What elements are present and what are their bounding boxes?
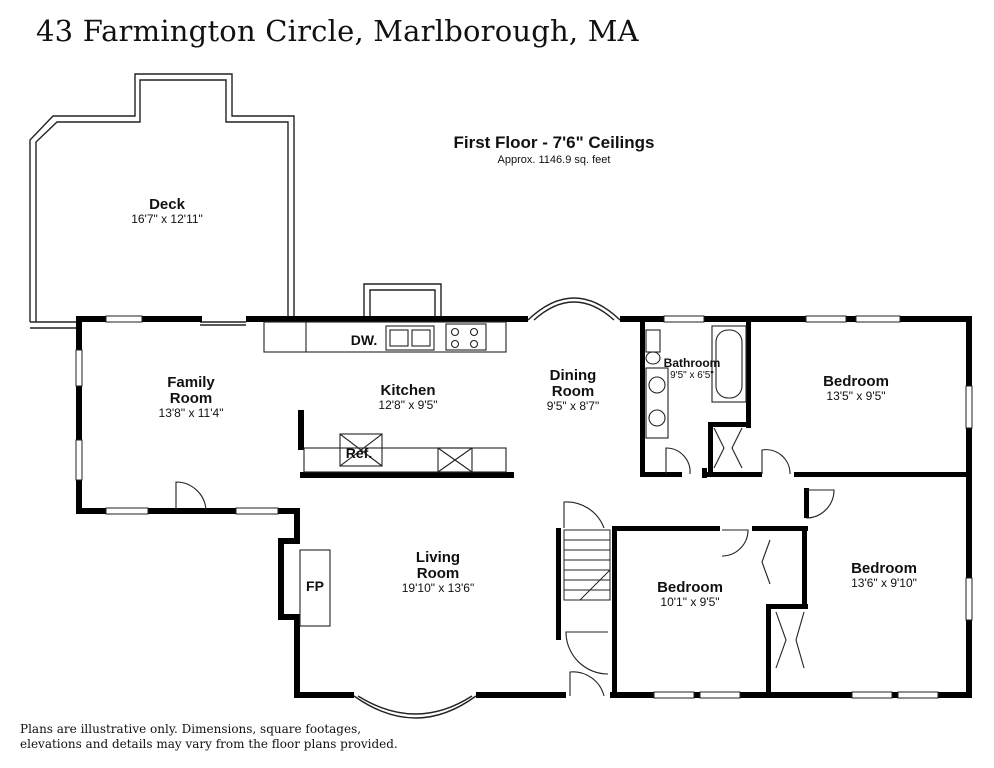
living-room-dims: 19'10" x 13'6" — [402, 581, 475, 595]
windows — [75, 315, 973, 699]
dining-room-label-2: Room — [552, 383, 595, 400]
dishwasher-label: DW. — [351, 332, 377, 348]
bedroom-ne-dims: 13'5" x 9'5" — [826, 389, 885, 403]
walls — [76, 316, 972, 698]
family-room-label-1: Family — [167, 374, 215, 391]
sink-bay-window — [363, 283, 442, 320]
deck — [29, 73, 295, 329]
bay-arcs — [353, 297, 621, 719]
fireplace-label: FP — [306, 578, 324, 594]
kitchen-dims: 12'8" x 9'5" — [378, 398, 437, 412]
living-room-label-1: Living — [416, 549, 460, 566]
fireplace — [299, 549, 331, 627]
bedroom-center-dims: 10'1" x 9'5" — [660, 595, 719, 609]
disclaimer-line-1: Plans are illustrative only. Dimensions,… — [20, 722, 362, 736]
dining-room-label-1: Dining — [550, 367, 597, 384]
bedroom-center-label: Bedroom — [657, 579, 723, 596]
deck-dims: 16'7" x 12'11" — [131, 212, 203, 226]
disclaimer-line-2: elevations and details may vary from the… — [20, 737, 398, 751]
bathroom-label: Bathroom — [664, 356, 721, 370]
property-address: 43 Farmington Circle, Marlborough, MA — [36, 14, 639, 48]
staircase — [563, 529, 611, 601]
floor-title: First Floor - 7'6" Ceilings — [453, 133, 654, 152]
bedroom-se-dims: 13'6" x 9'10" — [851, 576, 917, 590]
bedroom-ne-label: Bedroom — [823, 373, 889, 390]
dining-room-dims: 9'5" x 8'7" — [547, 399, 599, 413]
bathroom-fixtures — [645, 325, 747, 439]
deck-label: Deck — [149, 196, 186, 213]
family-room-label-2: Room — [170, 390, 213, 407]
disclaimer: Plans are illustrative only. Dimensions,… — [20, 722, 420, 752]
kitchen-counters — [263, 321, 507, 473]
kitchen-label: Kitchen — [380, 382, 435, 399]
floor-area: Approx. 1146.9 sq. feet — [498, 154, 611, 166]
family-room-dims: 13'8" x 11'4" — [159, 406, 224, 420]
doors — [175, 427, 835, 697]
bathroom-dims: 9'5" x 6'5" — [670, 370, 714, 381]
bedroom-se-label: Bedroom — [851, 560, 917, 577]
refrigerator-label: Ref. — [346, 445, 372, 461]
living-room-label-2: Room — [417, 565, 460, 582]
